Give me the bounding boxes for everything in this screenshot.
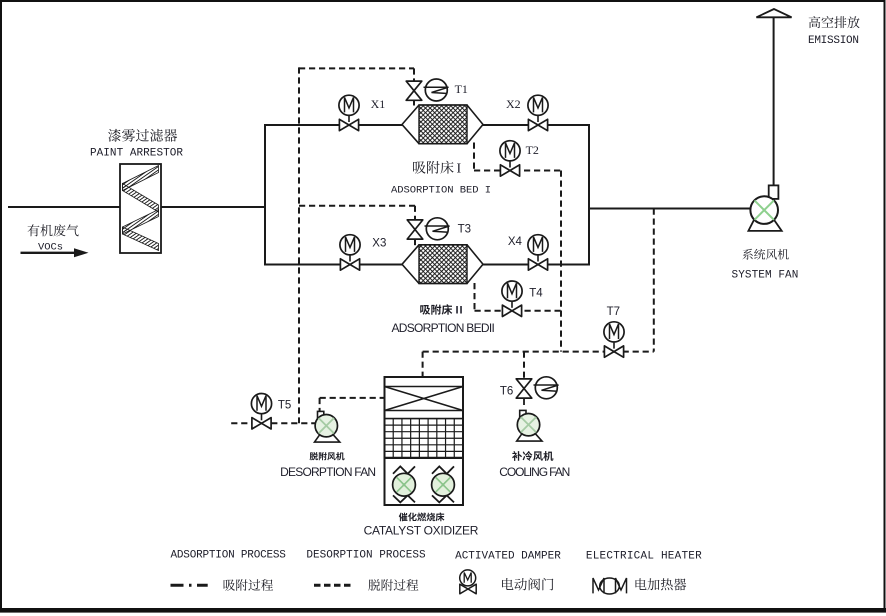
svg-text:ELECTRICAL HEATER: ELECTRICAL HEATER [586,551,702,563]
svg-text:T1: T1 [455,82,468,96]
svg-text:I: I [457,162,462,177]
svg-text:VOCs: VOCs [38,242,63,254]
svg-text:DESORPTION PROCESS: DESORPTION PROCESS [306,550,426,562]
svg-text:X3: X3 [372,237,386,249]
svg-text:CATALYST OXIDIZER: CATALYST OXIDIZER [364,524,479,538]
svg-text:DESORPTION FAN: DESORPTION FAN [280,465,376,479]
svg-text:PAINT ARRESTOR: PAINT ARRESTOR [90,147,183,159]
svg-text:X1: X1 [371,97,386,111]
svg-text:SYSTEM FAN: SYSTEM FAN [732,269,799,281]
svg-text:T2: T2 [526,143,539,157]
svg-text:ACTIVATED DAMPER: ACTIVATED DAMPER [455,551,561,563]
svg-text:X4: X4 [508,236,523,248]
svg-text:T5: T5 [278,399,291,411]
svg-text:ADSORPTION BEDII: ADSORPTION BEDII [392,321,495,335]
svg-text:COOLING FAN: COOLING FAN [499,465,570,479]
svg-text:II: II [456,305,463,317]
svg-text:EMISSION: EMISSION [808,35,859,47]
svg-text:T7: T7 [607,306,620,318]
svg-text:ADSORPTION PROCESS: ADSORPTION PROCESS [171,550,287,562]
svg-text:X2: X2 [506,97,521,111]
svg-text:T4: T4 [529,288,543,300]
svg-text:T6: T6 [500,385,513,397]
svg-text:T3: T3 [458,224,471,236]
svg-text:ADSORPTION BED I: ADSORPTION BED I [391,184,491,196]
